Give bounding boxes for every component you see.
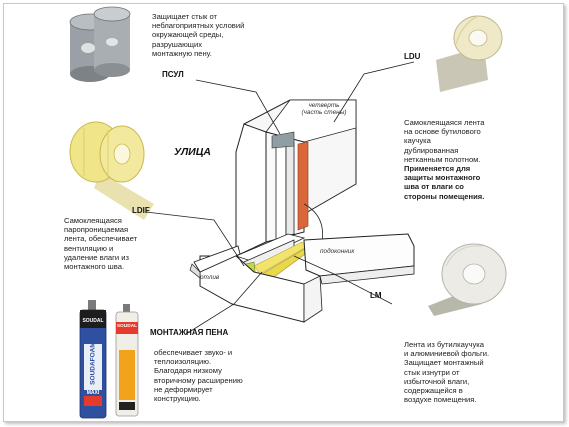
psul-description: Защищает стык от неблагоприятных условий… <box>152 12 245 58</box>
can1-brand: SOUDAL <box>82 318 104 324</box>
leader-lines <box>145 61 415 335</box>
foam-can-large <box>79 300 107 419</box>
ldif-tape-image <box>69 121 154 220</box>
street-label: УЛИЦА <box>174 146 211 158</box>
window-section <box>189 99 415 323</box>
lm-label: LM <box>370 291 382 300</box>
quarter-label: четверть (часть стены) <box>301 102 347 116</box>
ldif-label: LDIF <box>132 206 150 215</box>
ldu-label: LDU <box>404 52 421 61</box>
lm-tape-image <box>428 243 507 316</box>
psul-label: ПСУЛ <box>162 70 184 79</box>
foam-description: обеспечивает звуко- и теплоизоляцию. Бла… <box>154 348 243 404</box>
ldu-tape-image <box>436 15 503 92</box>
ldif-description: Самоклеящаяся паропроницаемая лента, обе… <box>64 216 138 272</box>
foam-label: МОНТАЖНАЯ ПЕНА <box>150 328 229 337</box>
can2-brand: SOUDAL <box>116 324 138 329</box>
foam-can-small <box>115 304 139 417</box>
psul-tape-image <box>69 6 131 82</box>
diagram-graphics <box>69 6 507 419</box>
diagram-frame: Защищает стык от неблагоприятных условий… <box>3 3 564 422</box>
drip-label: отлив <box>200 274 220 281</box>
can1-sub: MAXI <box>86 390 100 396</box>
ldu-description: Самоклеящаяся лента на основе бутилового… <box>404 118 485 201</box>
can1-name: SOUDAFOAM <box>89 342 97 385</box>
sill-label: подоконник <box>320 248 355 255</box>
lm-description: Лента из бутилкаучука и алюминиевой фоль… <box>404 340 490 405</box>
